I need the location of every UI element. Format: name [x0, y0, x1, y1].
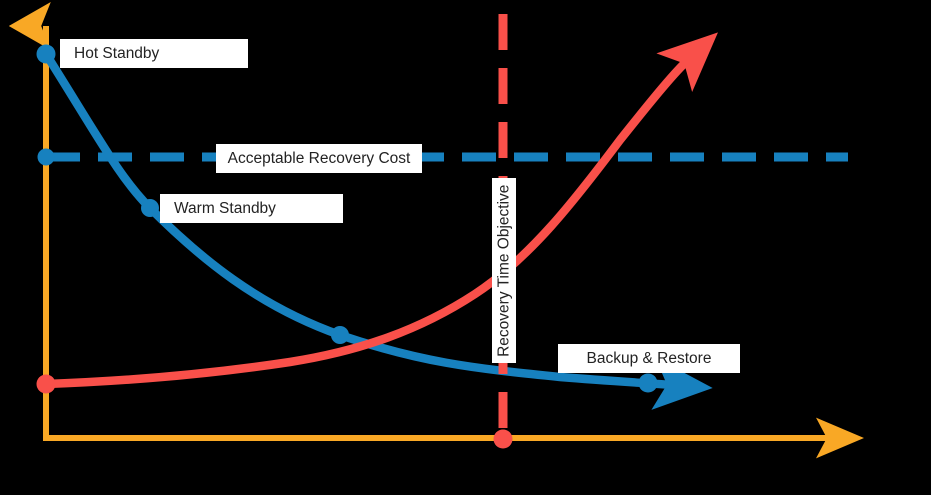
pilot-light-marker	[331, 326, 349, 344]
acceptable-recovery-cost-origin-marker	[37, 148, 55, 166]
downtime-cost-curve	[36, 32, 718, 394]
downtime-cost-curve-path	[41, 32, 718, 389]
recovery-time-objective-label: Recovery Time Objective	[492, 178, 516, 363]
backup-restore-label: Backup & Restore	[558, 344, 740, 373]
warm-standby-label-text: Warm Standby	[174, 199, 276, 217]
warm-standby-marker	[141, 199, 159, 217]
recovery-cost-curve	[36, 44, 713, 410]
hot-standby-marker	[36, 44, 56, 64]
downtime-origin-marker	[36, 374, 56, 394]
acceptable-recovery-cost-label: Acceptable Recovery Cost	[216, 144, 422, 173]
hot-standby-label-text: Hot Standby	[74, 44, 160, 62]
recovery-time-objective-axis-marker	[493, 429, 513, 449]
recovery-time-objective-label-text: Recovery Time Objective	[495, 184, 513, 357]
chart-axes	[8, 2, 864, 459]
backup-restore-marker	[638, 373, 658, 393]
acceptable-recovery-cost-label-text: Acceptable Recovery Cost	[227, 149, 411, 167]
acceptable-recovery-cost-line	[37, 148, 848, 166]
backup-restore-label-text: Backup & Restore	[586, 349, 712, 367]
recovery-cost-curve-path	[41, 49, 713, 410]
recovery-time-objective-line	[493, 14, 513, 449]
warm-standby-label: Warm Standby	[160, 194, 343, 223]
hot-standby-label: Hot Standby	[60, 39, 248, 68]
